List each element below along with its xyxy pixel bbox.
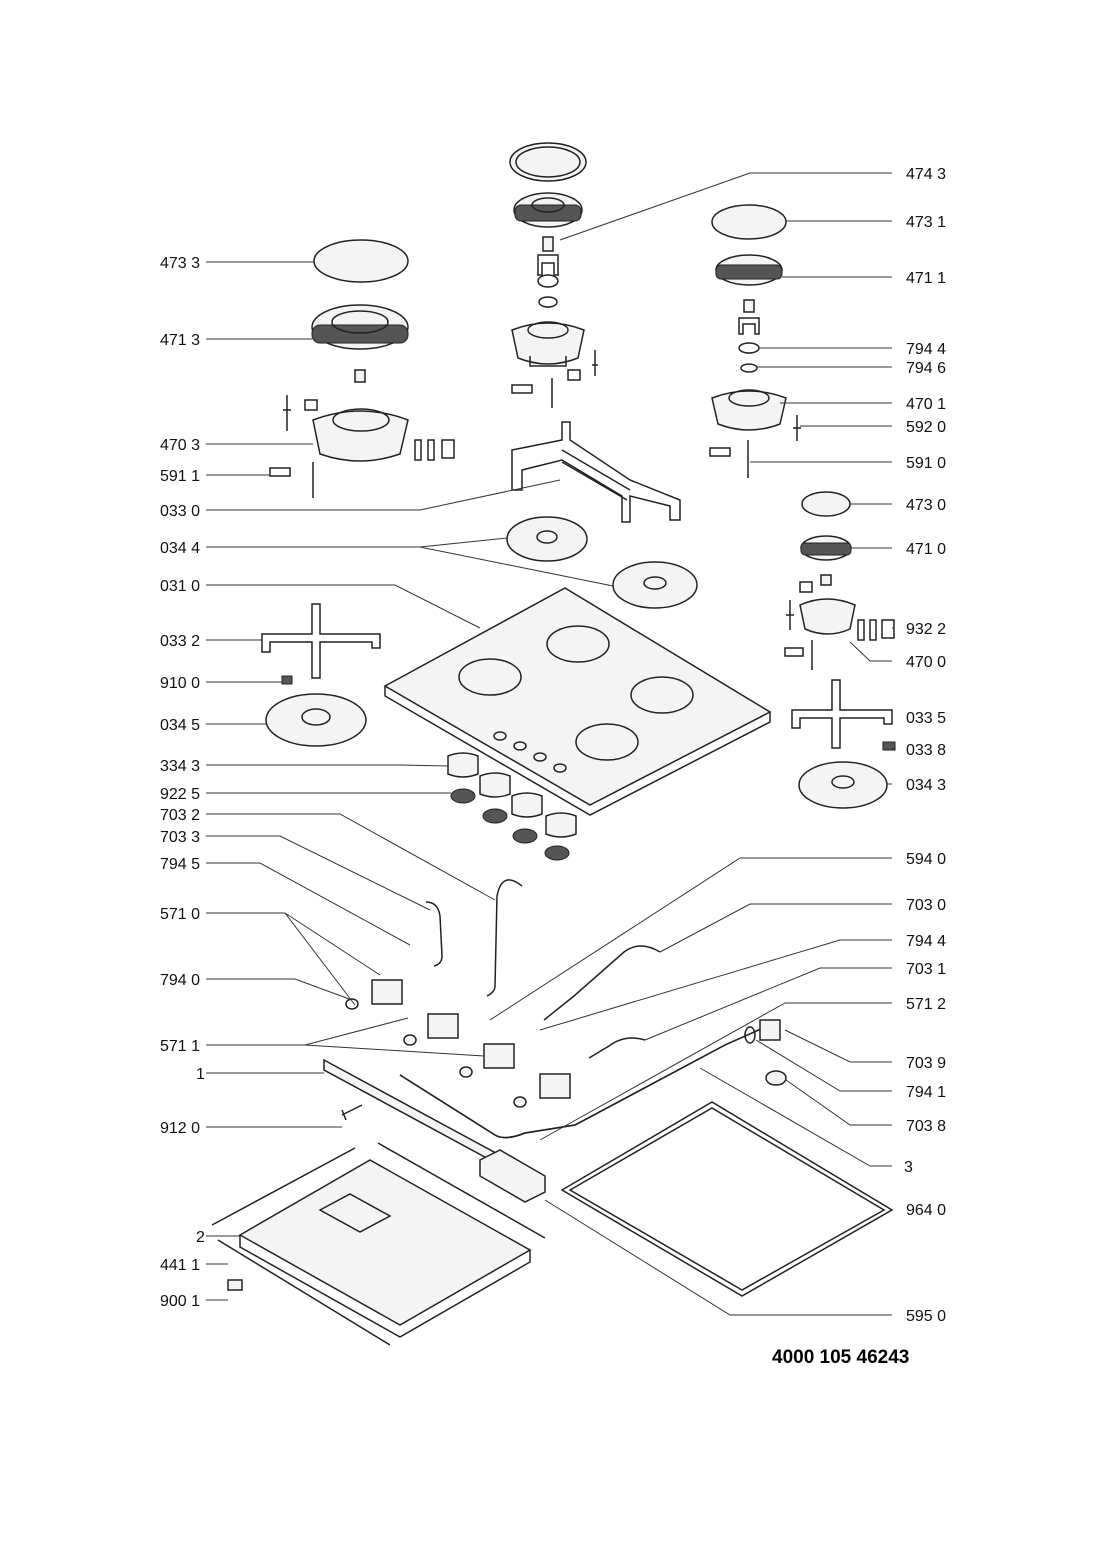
- label-964-0: 964 0: [906, 1202, 946, 1219]
- label-033-0: 033 0: [160, 503, 200, 520]
- label-922-5: 922 5: [160, 786, 200, 803]
- pan-support-033-5: [791, 679, 893, 749]
- burner-cup-034-3: [798, 761, 888, 809]
- label-2: 2: [196, 1229, 205, 1246]
- label-794-4-top: 794 4: [906, 341, 946, 358]
- cooktop-plate-031-0: [383, 587, 772, 816]
- burner-body-center: [511, 322, 585, 365]
- label-703-2: 703 2: [160, 807, 200, 824]
- label-3: 3: [904, 1159, 913, 1176]
- label-912-0: 912 0: [160, 1120, 200, 1137]
- burner-body-470-0: [799, 598, 856, 635]
- label-033-5: 033 5: [906, 710, 946, 727]
- connector-703-8: [765, 1070, 787, 1086]
- gasket-794-1: [744, 1026, 756, 1044]
- knob-gaskets-922-5: [450, 788, 570, 861]
- screw-910-0: [281, 675, 293, 685]
- label-473-1: 473 1: [906, 214, 946, 231]
- label-932-2: 932 2: [906, 621, 946, 638]
- left-burner-assembly: [269, 239, 455, 498]
- clip-033-8: [882, 741, 896, 751]
- label-471-1: 471 1: [906, 270, 946, 287]
- label-910-0: 910 0: [160, 675, 200, 692]
- label-034-4: 034 4: [160, 540, 200, 557]
- cooktop-seal-964-0: [560, 1101, 894, 1297]
- label-470-0: 470 0: [906, 654, 946, 671]
- burner-cap-474-3: [509, 142, 587, 182]
- label-034-5: 034 5: [160, 717, 200, 734]
- label-470-3: 470 3: [160, 437, 200, 454]
- label-471-3: 471 3: [160, 332, 200, 349]
- part-labels: 474 3 473 1 473 3 471 1 471 3 794 4 794 …: [160, 166, 946, 1325]
- label-441-1: 441 1: [160, 1257, 200, 1274]
- center-burner-assembly: [509, 142, 598, 408]
- label-473-0: 473 0: [906, 497, 946, 514]
- burner-cap-473-0: [801, 491, 851, 517]
- label-703-8: 703 8: [906, 1118, 946, 1135]
- gas-manifold-pipe: [399, 1024, 771, 1139]
- right-rear-burner-assembly: [709, 204, 801, 478]
- label-034-3: 034 3: [906, 777, 946, 794]
- document-code: 4000 105 46243: [772, 1347, 909, 1368]
- label-900-1: 900 1: [160, 1293, 200, 1310]
- gas-tubes: [425, 879, 661, 1059]
- label-794-5: 794 5: [160, 856, 200, 873]
- clip-900-1: [227, 1279, 243, 1291]
- ignition-box-595-0: [479, 1149, 546, 1203]
- screw-912-0: [341, 1104, 363, 1121]
- label-334-3: 334 3: [160, 758, 200, 775]
- knobs-334-3: [447, 752, 577, 838]
- label-473-3: 473 3: [160, 255, 200, 272]
- label-703-0: 703 0: [906, 897, 946, 914]
- label-571-0: 571 0: [160, 906, 200, 923]
- label-794-1: 794 1: [906, 1084, 946, 1101]
- label-591-0: 591 0: [906, 455, 946, 472]
- bottom-tray-2: [211, 1142, 546, 1346]
- burner-cups-034-4: [506, 516, 698, 609]
- label-794-4-bottom: 794 4: [906, 933, 946, 950]
- label-703-3: 703 3: [160, 829, 200, 846]
- label-471-0: 471 0: [906, 541, 946, 558]
- label-592-0: 592 0: [906, 419, 946, 436]
- label-031-0: 031 0: [160, 578, 200, 595]
- label-571-1: 571 1: [160, 1038, 200, 1055]
- label-794-6: 794 6: [906, 360, 946, 377]
- label-594-0: 594 0: [906, 851, 946, 868]
- gas-valves-571: [345, 979, 571, 1108]
- leader-lines: [206, 172, 895, 1316]
- burner-body-470-1: [711, 390, 787, 431]
- label-033-2: 033 2: [160, 633, 200, 650]
- label-1: 1: [196, 1066, 205, 1083]
- label-470-1: 470 1: [906, 396, 946, 413]
- burner-cap-473-3: [313, 239, 409, 283]
- burner-body-470-3: [312, 410, 409, 462]
- label-595-0: 595 0: [906, 1308, 946, 1325]
- burner-cup-034-5: [265, 693, 367, 747]
- pan-support-033-2: [261, 603, 381, 679]
- label-571-2: 571 2: [906, 996, 946, 1013]
- label-474-3: 474 3: [906, 166, 946, 183]
- label-703-9: 703 9: [906, 1055, 946, 1072]
- pan-support-033-0: [511, 421, 681, 523]
- burner-cap-473-1: [711, 204, 787, 240]
- label-591-1: 591 1: [160, 468, 200, 485]
- right-front-burner-assembly: [784, 491, 895, 670]
- elbow-fitting-703-9: [759, 1019, 781, 1041]
- label-033-8: 033 8: [906, 742, 946, 759]
- label-703-1: 703 1: [906, 961, 946, 978]
- label-794-0: 794 0: [160, 972, 200, 989]
